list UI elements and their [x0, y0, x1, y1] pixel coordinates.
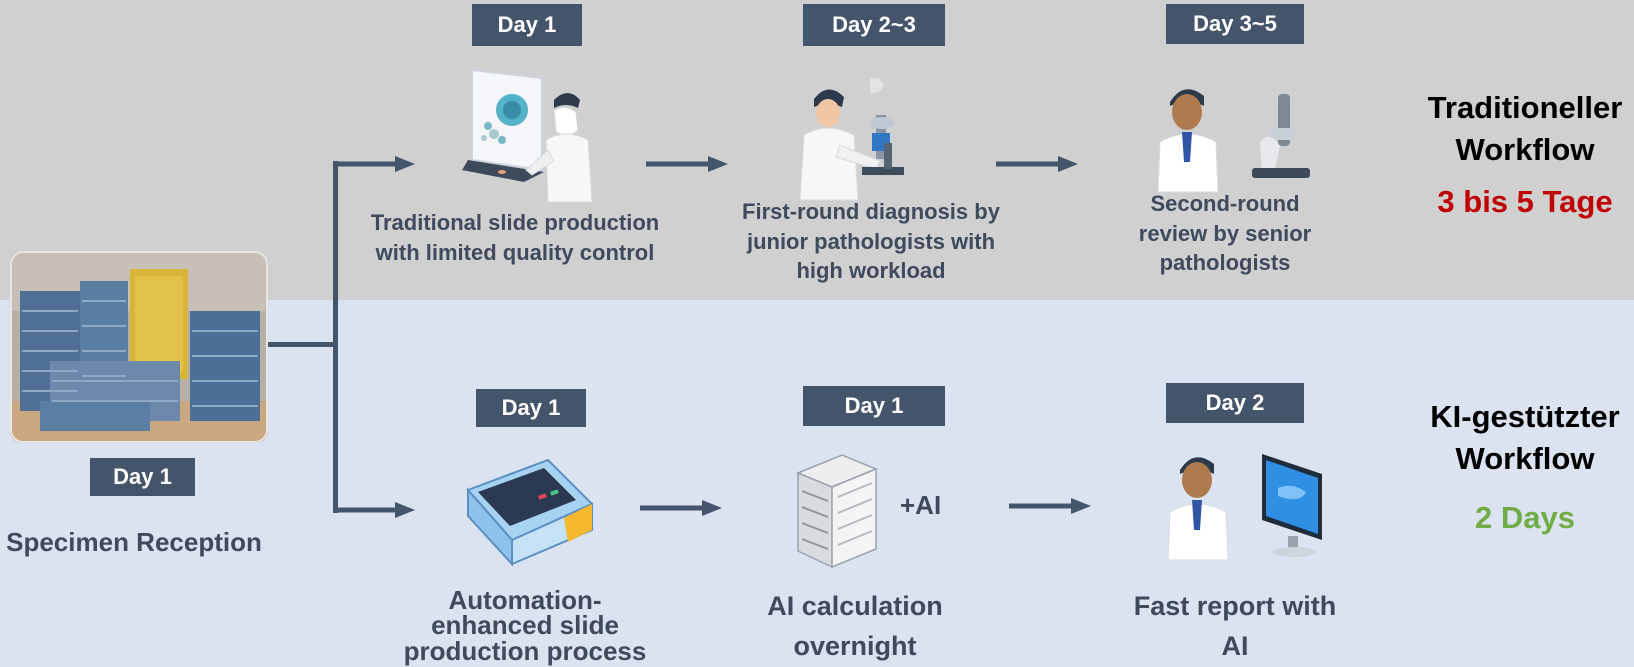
traditional-workflow-title: Traditioneller Workflow [1427, 90, 1623, 167]
senior-pathologist-microscope-icon [1157, 89, 1310, 193]
ai-workflow-title: KI-gestützter Workflow [1430, 399, 1620, 476]
specimen-boxes-photo [10, 251, 268, 443]
ai-arrow-2 [1009, 498, 1091, 514]
ai-step3-caption: Fast report with AI [1133, 591, 1337, 661]
traditional-step1-day-badge: Day 1 [472, 4, 582, 46]
arrow-to-ai [333, 502, 415, 518]
traditional-step3-caption: Second-round review by senior pathologis… [1138, 191, 1312, 276]
ai-step2-day-badge: Day 1 [803, 386, 945, 426]
ai-step3-day-badge: Day 2 [1166, 383, 1304, 423]
ai-step2-caption: AI calculation overnight [767, 591, 943, 661]
ai-step1-day-badge: Day 1 [476, 389, 586, 427]
traditional-duration: 3 bis 5 Tage [1437, 184, 1613, 219]
ai-badge-label: +AI [900, 490, 942, 520]
traditional-step1-caption: Traditional slide production with limite… [370, 210, 660, 265]
traditional-arrow-1 [646, 156, 728, 172]
ai-step1-caption: Automation- enhanced slide production pr… [403, 585, 647, 666]
junior-pathologist-microscope-icon [799, 77, 904, 201]
traditional-step3-day-badge: Day 3~5 [1166, 4, 1304, 44]
traditional-step2-caption: First-round diagnosis by junior patholog… [742, 199, 1000, 284]
specimen-reception-label: Specimen Reception [6, 527, 262, 557]
specimen-day-badge: Day 1 [90, 458, 195, 496]
pathologist-computer-icon [1167, 454, 1322, 561]
connector-horizontal [268, 342, 336, 347]
slide-scanner-icon [466, 458, 594, 567]
traditional-arrow-2 [996, 156, 1078, 172]
ai-server-icon [796, 454, 878, 569]
traditional-step2-day-badge: Day 2~3 [803, 4, 945, 46]
arrow-to-traditional [333, 156, 415, 172]
connector-vertical [333, 161, 338, 513]
ai-duration: 2 Days [1475, 500, 1575, 535]
technician-laptop-icon [462, 68, 593, 203]
ai-arrow-1 [640, 500, 722, 516]
